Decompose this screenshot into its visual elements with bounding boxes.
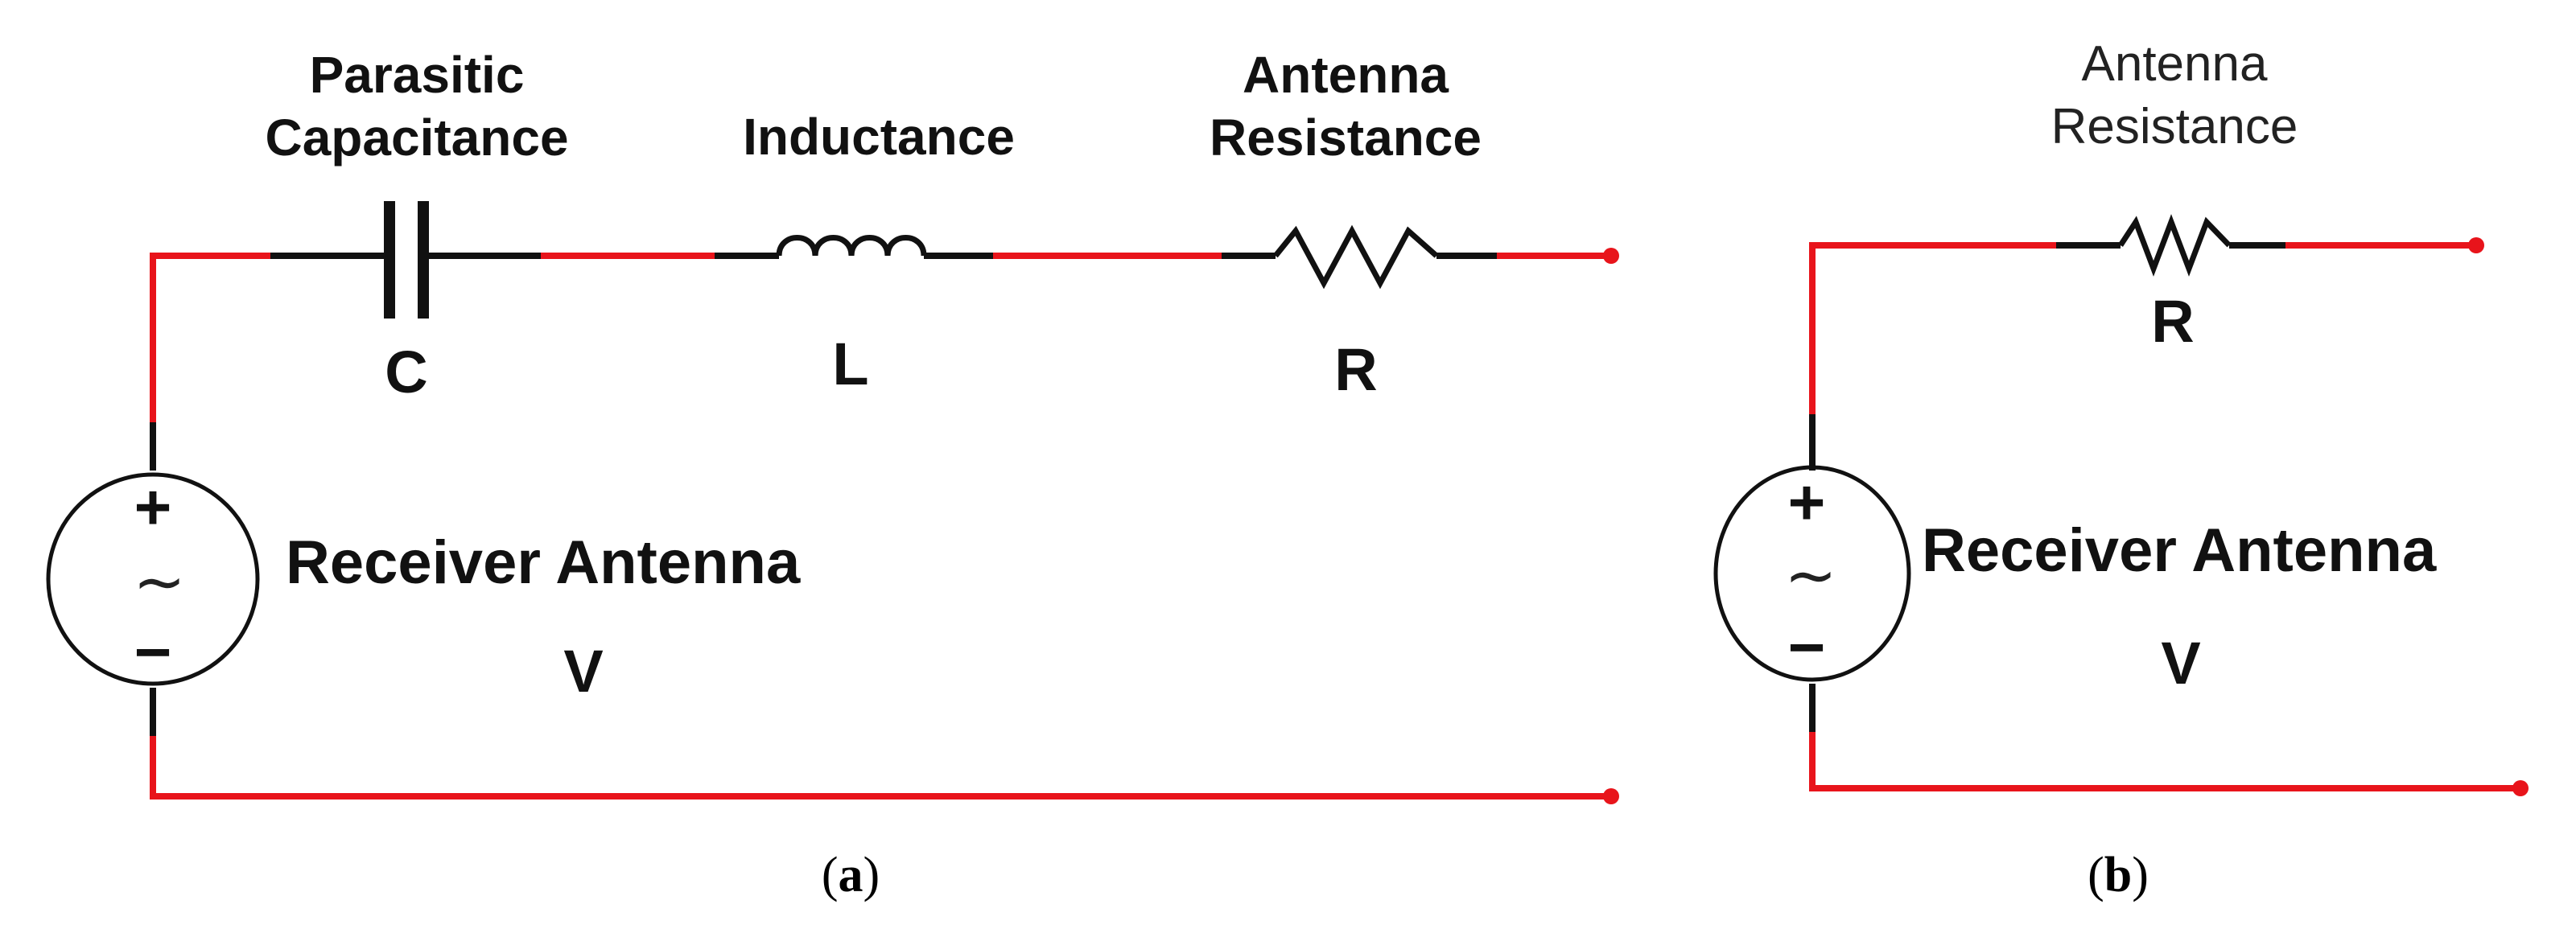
resistor-symbol-label: R	[1334, 336, 1377, 403]
source-ac-sign-b: ∼	[1784, 540, 1836, 610]
wire-group-b	[1809, 242, 2519, 791]
resistor-symbol	[1273, 224, 1439, 290]
inductor-symbol-label: L	[832, 331, 868, 397]
wire-bottom-b	[1809, 732, 2519, 791]
terminal-top-b	[2468, 237, 2484, 253]
capacitor-symbol	[384, 201, 429, 319]
source-symbol-label: V	[563, 638, 603, 705]
source-name-label: Receiver Antenna	[286, 528, 801, 597]
source-minus-sign: −	[134, 616, 172, 688]
resistor-symbol-label-b: R	[2151, 288, 2194, 355]
inductor-symbol	[776, 235, 927, 257]
caption-a: (a)	[822, 848, 880, 902]
source-plus-sign: +	[134, 471, 172, 543]
inductor-label: Inductance	[743, 108, 1015, 166]
terminal-top-a	[1603, 248, 1619, 264]
wire-bottom	[150, 736, 1609, 800]
terminal-bottom-b	[2512, 780, 2529, 796]
terminal-bottom-a	[1603, 788, 1619, 804]
source-minus-sign-b: −	[1788, 611, 1826, 683]
wire-group-a	[150, 253, 1609, 800]
source-name-label-b: Receiver Antenna	[1922, 516, 2437, 585]
caption-b: (b)	[2088, 848, 2149, 902]
wire-left-top-b	[1809, 242, 2056, 414]
source-symbol-label-b: V	[2161, 630, 2200, 697]
component-leads-a	[150, 253, 1497, 736]
wire-left-top	[150, 253, 270, 422]
ac-source-b: + ∼ −	[1713, 465, 1911, 683]
ac-source-a: + ∼ −	[46, 471, 260, 688]
component-leads-b	[1809, 242, 2285, 732]
capacitor-symbol-label: C	[385, 339, 427, 405]
source-ac-sign: ∼	[133, 546, 185, 617]
resistor-symbol-b	[2118, 214, 2232, 277]
source-plus-sign-b: +	[1788, 467, 1826, 538]
